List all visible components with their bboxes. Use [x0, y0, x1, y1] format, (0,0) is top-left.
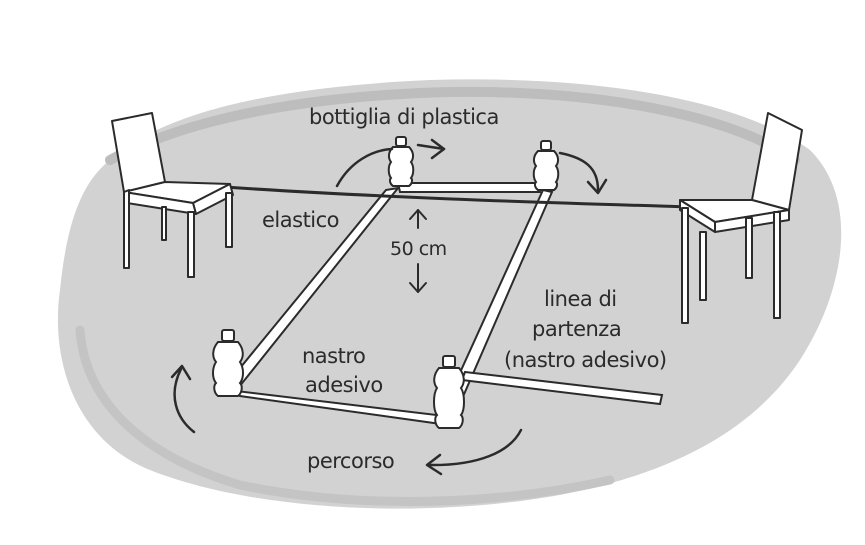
bottle-back-right-icon — [532, 140, 560, 191]
route-label: percorso — [307, 449, 394, 473]
tape-course — [220, 182, 554, 427]
route-arrow-bottom-icon — [425, 428, 523, 476]
left-chair — [111, 112, 234, 278]
route-arrow-left-icon — [170, 364, 196, 434]
route-arrow-top-left-icon — [335, 138, 446, 188]
tape-label-line-1: nastro — [302, 344, 365, 368]
tape-label-line-2: adesivo — [305, 373, 383, 397]
floor-area — [57, 79, 842, 509]
bottle-front-left-icon — [212, 329, 244, 397]
height-label: 50 cm — [390, 238, 447, 260]
elastic-label: elastico — [262, 208, 339, 232]
route-arrow-top-right-icon — [558, 151, 608, 195]
elastic-band — [209, 184, 691, 209]
start-line-label-line-2: partenza — [532, 317, 621, 341]
height-arrow-icon — [409, 209, 427, 293]
bottle-front-right-icon — [433, 355, 465, 429]
bottle-back-left-icon — [387, 136, 415, 187]
right-chair — [679, 112, 803, 324]
start-line-label-line-3: (nastro adesivo) — [504, 348, 667, 372]
start-line-label-line-1: linea di — [544, 287, 617, 311]
bottle-label: bottiglia di plastica — [309, 105, 499, 129]
